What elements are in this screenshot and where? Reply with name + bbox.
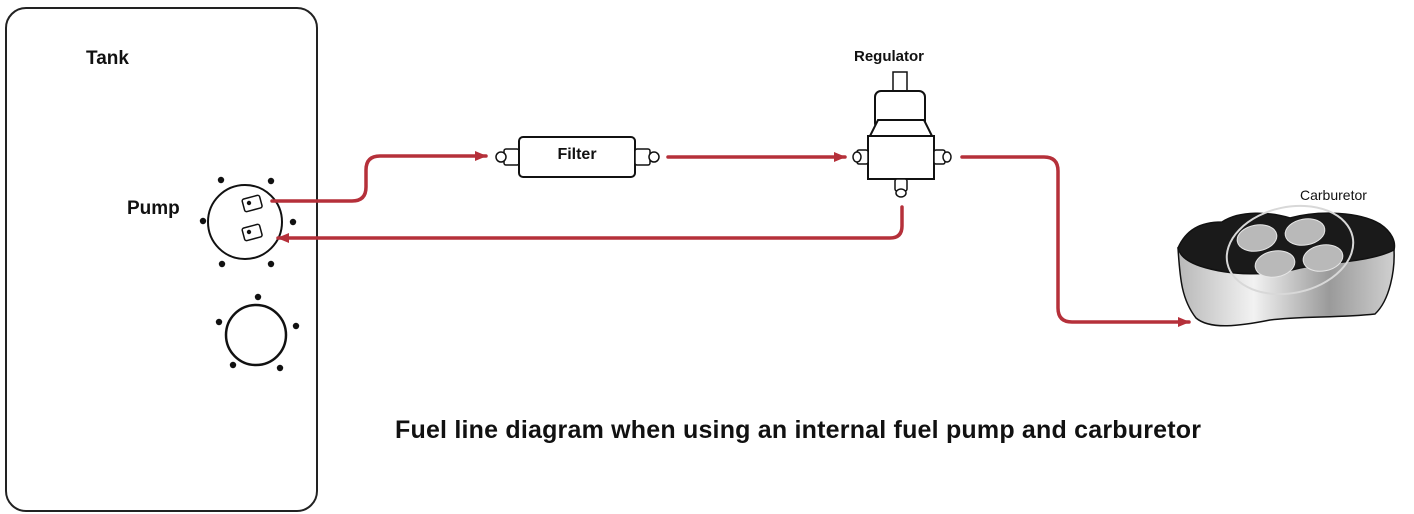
fuel-regulator	[852, 71, 952, 198]
fuel-line-return-to-pump	[276, 205, 904, 243]
diagram-caption: Fuel line diagram when using an internal…	[395, 416, 1202, 444]
pump-bolts	[199, 176, 297, 268]
pump-label: Pump	[127, 198, 180, 219]
fuel-filter	[495, 136, 660, 178]
pump-outlet-port	[241, 194, 263, 213]
carburetor-label: Carburetor	[1300, 187, 1367, 203]
regulator-label: Regulator	[854, 48, 925, 65]
carburetor	[1177, 204, 1396, 327]
tank-opening	[215, 293, 300, 372]
pump-return-port	[241, 223, 263, 242]
filter-label: Filter	[557, 146, 597, 163]
tank-label: Tank	[86, 48, 129, 69]
tank-body	[5, 7, 318, 512]
pump	[199, 176, 297, 268]
tank-opening-bolts	[215, 293, 300, 372]
carburetor-barrels	[1236, 218, 1344, 278]
fuel-line-regulator-to-carburetor	[960, 155, 1191, 327]
fuel-line-pump-to-filter	[270, 151, 488, 203]
